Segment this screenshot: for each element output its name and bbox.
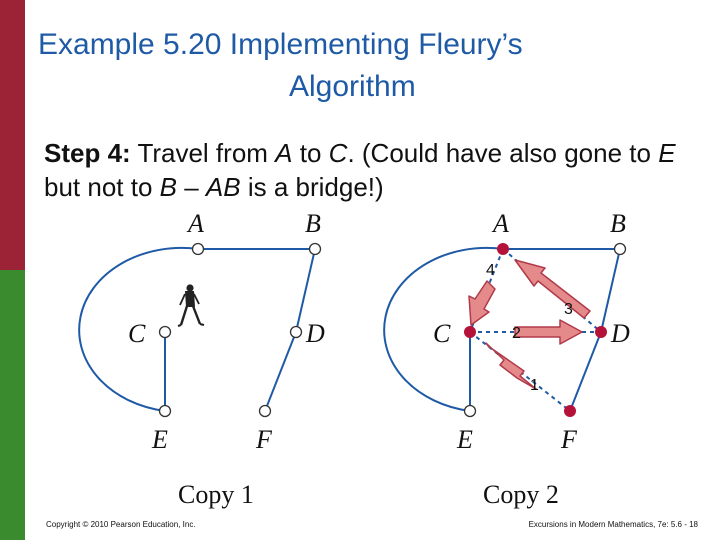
vertex-d-visited — [595, 326, 607, 338]
step-text-vertex: E — [658, 138, 676, 168]
edge-f-c-traversed — [469, 331, 571, 412]
vertex-f — [258, 404, 272, 418]
vertex-f-visited — [564, 405, 576, 417]
vertex-c-visited — [464, 326, 476, 338]
step-text-part: – — [177, 172, 206, 202]
edge-b-d — [600, 248, 621, 333]
step-text-vertex: B — [159, 172, 177, 202]
step-text-part: . (Could have also gone to — [347, 138, 659, 168]
step-text: Step 4: Travel from A to C. (Could have … — [44, 136, 704, 204]
step-text-part: but not to — [44, 172, 160, 202]
graph-copy-2: A B C D E F 1 2 3 4 Copy 2 — [383, 209, 630, 509]
edge-a-e — [383, 246, 504, 412]
label-c: C — [128, 319, 146, 348]
step-label: Step 4: — [44, 138, 131, 168]
vertex-b — [308, 242, 322, 256]
step-text-part: to — [292, 138, 329, 168]
arrow-step-4 — [468, 280, 496, 326]
step-text-edge: AB — [205, 172, 241, 202]
vertex-a — [191, 242, 205, 256]
vertex-c — [158, 325, 172, 339]
footer-source: Excursions in Modern Mathematics, 7e: 5.… — [528, 520, 698, 529]
side-bar-red — [0, 0, 25, 270]
label-c: C — [433, 319, 451, 348]
vertex-b — [613, 242, 627, 256]
label-f: F — [560, 425, 578, 454]
step-text-part: is a bridge!) — [240, 172, 384, 202]
edge-b-d — [295, 248, 316, 333]
arrow-step-1 — [485, 342, 537, 390]
edge-a-e — [78, 246, 199, 412]
vertex-a-visited — [497, 243, 509, 255]
label-a: A — [491, 209, 509, 238]
label-b: B — [610, 209, 626, 238]
step-text-vertex: C — [328, 138, 348, 168]
graph-copy-1: A B C D E F Copy 1 — [78, 209, 325, 509]
edge-number-2: 2 — [512, 325, 521, 342]
walking-person-icon — [177, 284, 205, 327]
edge-number-1: 1 — [530, 377, 539, 394]
edge-d-f — [569, 331, 602, 412]
footer-copyright: Copyright © 2010 Pearson Education, Inc. — [46, 520, 196, 529]
edge-d-f — [264, 331, 297, 412]
caption-copy-2: Copy 2 — [483, 480, 559, 509]
vertex-e — [463, 404, 477, 418]
side-bar-green — [0, 270, 25, 540]
title-line-2: Algorithm — [289, 70, 416, 103]
caption-copy-1: Copy 1 — [178, 480, 254, 509]
step-text-part: Travel from — [130, 138, 276, 168]
label-d: D — [610, 319, 630, 348]
label-b: B — [305, 209, 321, 238]
vertex-e — [158, 404, 172, 418]
label-a: A — [186, 209, 204, 238]
label-d: D — [305, 319, 325, 348]
vertex-d — [289, 325, 303, 339]
step-text-vertex: A — [275, 138, 293, 168]
label-e: E — [456, 425, 473, 454]
label-e: E — [151, 425, 168, 454]
title-line-1: Example 5.20 Implementing Fleury’s — [38, 28, 523, 61]
edge-number-4: 4 — [486, 262, 495, 279]
arrow-step-3 — [514, 259, 591, 319]
edge-number-3: 3 — [564, 301, 573, 318]
arrow-step-2 — [514, 319, 583, 345]
label-f: F — [255, 425, 273, 454]
